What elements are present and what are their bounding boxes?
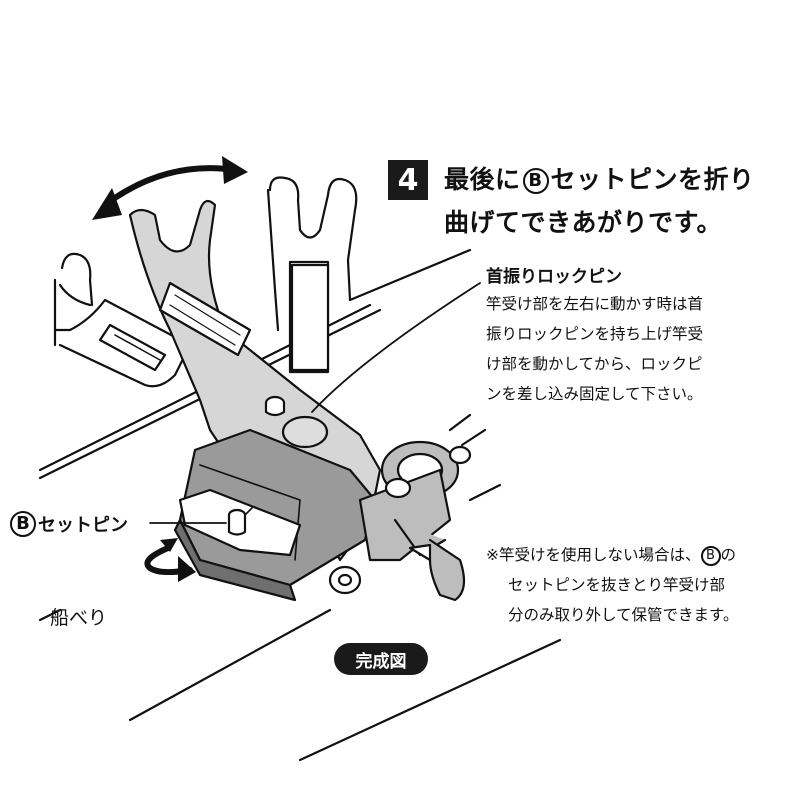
lock-disk (283, 417, 327, 447)
hinge-knob (330, 567, 360, 593)
lock-pin-line: け部を動かしてから、ロックピ (486, 349, 703, 379)
step-instruction-line-2: 曲げてできあがりです。 (444, 203, 722, 239)
swing-arrow-head-right (222, 156, 248, 184)
lock-pin-leader (312, 283, 480, 412)
lock-pin-title: 首振りロックピン (486, 262, 622, 287)
lock-pin-description: 竿受け部を左右に動かす時は首 振りロックピンを持ち上げ竿受 け部を動かしてから、… (486, 289, 703, 409)
note-line-2: セットピンを抜きとり竿受け部 (486, 570, 739, 600)
lock-pin-line: 振りロックピンを持ち上げ竿受 (486, 319, 703, 349)
complete-diagram-badge: 完成図 (334, 643, 428, 675)
step-number-badge: 4 (388, 160, 428, 200)
note-line-3: 分のみ取り外して保管できます。 (486, 600, 739, 630)
circled-b-icon: B (523, 168, 549, 194)
center-sticker (292, 265, 328, 370)
gunwale-label: 船べり (50, 603, 107, 630)
lock-pin-line: 竿受け部を左右に動かす時は首 (486, 289, 703, 319)
circled-b-icon: B (701, 546, 721, 566)
lock-pin (266, 397, 284, 415)
circled-b-icon: B (10, 511, 36, 537)
lock-pin-line: ンを差し込み固定して下さい。 (486, 379, 703, 409)
swing-arrow (105, 168, 235, 205)
